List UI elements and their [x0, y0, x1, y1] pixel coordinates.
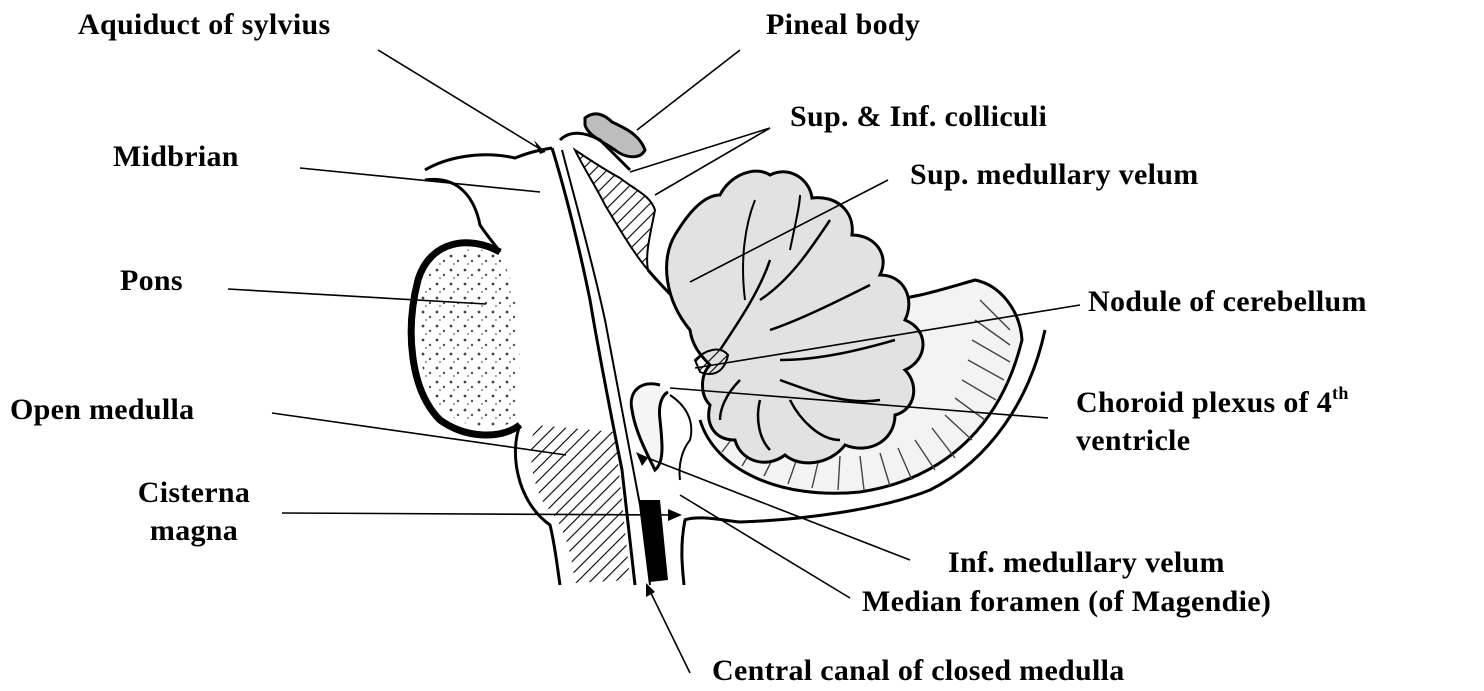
- pons-region: [419, 249, 520, 427]
- label-ventricle: ventricle: [1076, 424, 1190, 458]
- pineal-body: [585, 114, 645, 157]
- choroid-line-1: Choroid plexus of 4: [1076, 386, 1332, 419]
- label-pineal-body: Pineal body: [766, 8, 920, 42]
- open-medulla-hatch: [531, 425, 630, 583]
- label-midbrain: Midbrian: [113, 140, 239, 174]
- choroid-superscript: th: [1332, 383, 1349, 403]
- label-open-medulla: Open medulla: [10, 393, 194, 427]
- label-magna: magna: [118, 514, 270, 548]
- choroid-plexus: [631, 384, 668, 470]
- label-central-canal: Central canal of closed medulla: [712, 654, 1125, 688]
- label-aqueduct-of-sylvius: Aquiduct of sylvius: [78, 8, 330, 42]
- label-choroid-plexus: Choroid plexus of 4th: [1076, 386, 1349, 420]
- label-median-foramen: Median foramen (of Magendie): [862, 585, 1271, 619]
- label-cisterna: Cisterna: [118, 476, 270, 510]
- label-inf-medullary-velum: Inf. medullary velum: [948, 546, 1225, 580]
- label-pons: Pons: [120, 264, 183, 298]
- label-colliculi: Sup. & Inf. colliculi: [790, 100, 1047, 134]
- label-sup-medullary-velum: Sup. medullary velum: [910, 158, 1199, 192]
- label-nodule-of-cerebellum: Nodule of cerebellum: [1088, 285, 1367, 319]
- cerebellum: [667, 171, 1022, 493]
